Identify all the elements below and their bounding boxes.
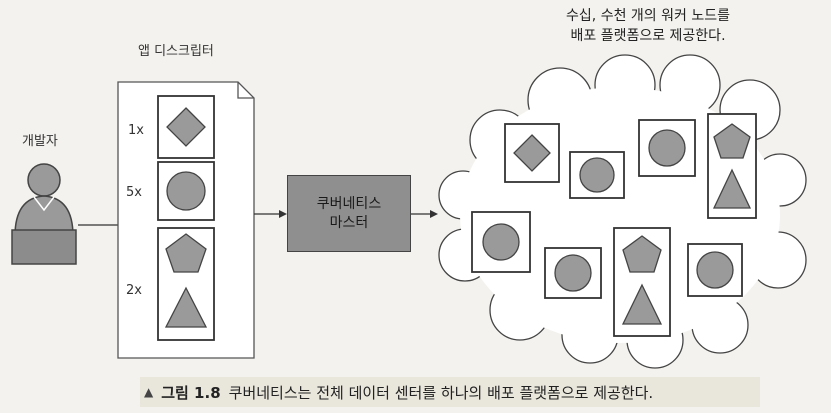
circle-icon xyxy=(482,223,520,261)
circle-icon xyxy=(554,254,592,292)
worker-note-line1: 수십, 수천 개의 워커 노드를 xyxy=(566,8,730,24)
developer-figure xyxy=(11,163,77,265)
master-label-line2: 마스터 xyxy=(329,214,369,231)
diamond-icon xyxy=(513,134,551,172)
caption-text: 쿠버네티스는 전체 데이터 센터를 하나의 배포 플랫폼으로 제공한다. xyxy=(228,383,654,402)
figure-caption: ▲ 그림 1.8 쿠버네티스는 전체 데이터 센터를 하나의 배포 플랫폼으로 … xyxy=(140,377,760,407)
caption-marker-icon: ▲ xyxy=(144,385,154,399)
count-label-1x: 1x xyxy=(128,123,144,138)
developer-label: 개발자 xyxy=(22,134,58,149)
circle-icon xyxy=(648,129,686,167)
caption-figure-number: 그림 1.8 xyxy=(161,383,221,402)
pentagon-icon xyxy=(165,233,207,273)
pentagon-icon xyxy=(713,123,751,159)
triangle-icon xyxy=(712,168,752,209)
worker-note-line2: 배포 플랫폼으로 제공한다. xyxy=(570,28,726,44)
laptop-icon xyxy=(11,229,77,265)
arrow-head-icon xyxy=(279,210,287,218)
circle-icon xyxy=(579,157,615,193)
triangle-icon xyxy=(621,283,663,325)
app-descriptor-label: 앱 디스크립터 xyxy=(138,44,214,59)
diamond-icon xyxy=(166,107,206,147)
arrow-head-icon xyxy=(430,210,438,218)
circle-icon xyxy=(166,171,206,211)
triangle-icon xyxy=(164,286,208,328)
count-label-5x: 5x xyxy=(126,185,142,200)
master-label-line1: 쿠버네티스 xyxy=(316,195,382,212)
pentagon-icon xyxy=(622,235,662,273)
circle-icon xyxy=(696,251,734,289)
count-label-2x: 2x xyxy=(126,283,142,298)
worker-note: 수십, 수천 개의 워커 노드를 배포 플랫폼으로 제공한다. xyxy=(548,6,748,46)
kubernetes-master: 쿠버네티스 마스터 xyxy=(287,175,411,252)
